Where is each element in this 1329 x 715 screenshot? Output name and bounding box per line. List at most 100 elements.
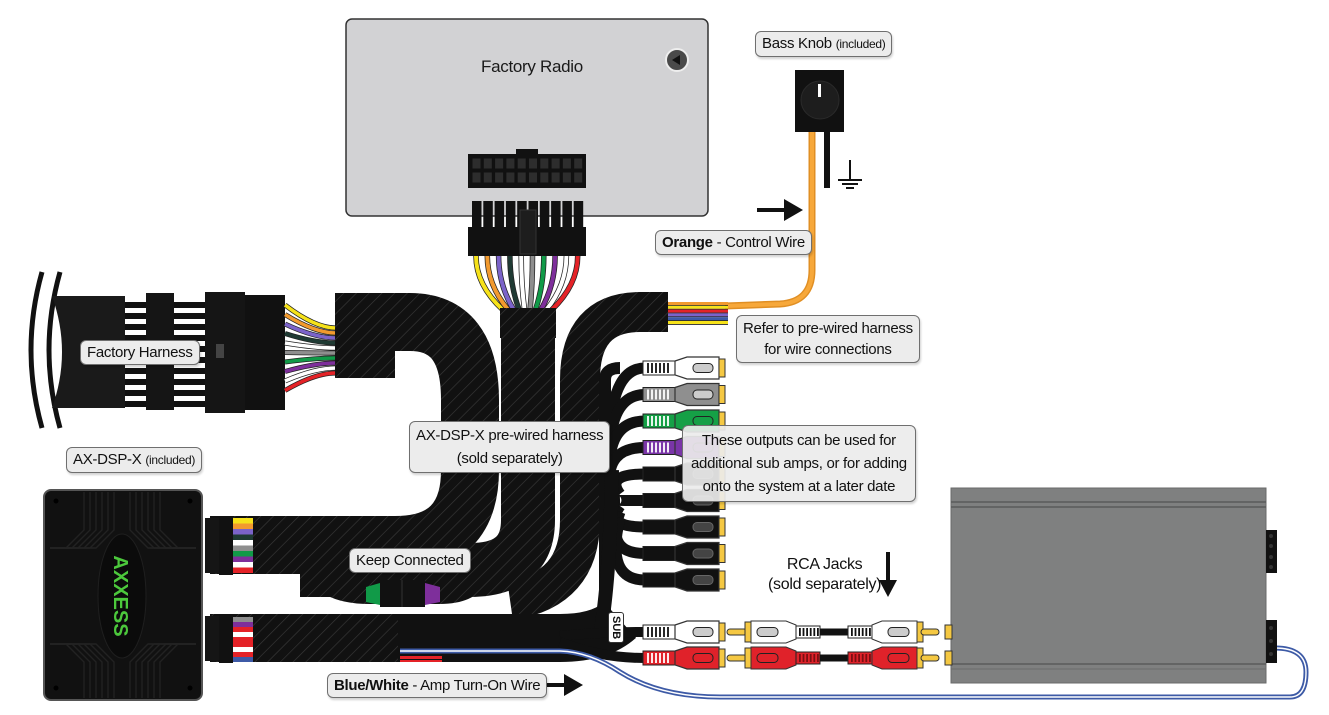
dsp-wire-stripe [233,652,253,657]
harness-wire [284,322,337,340]
rca-insert [692,548,714,559]
rca-branch [610,494,646,506]
sub-branch [559,627,646,641]
rca-branch-cables [558,362,646,663]
socket-pin [539,157,550,170]
harness-pin [125,390,146,396]
socket-pin [573,157,584,170]
harness-wire [284,341,337,350]
sub-branch [558,637,646,663]
socket-pin [528,157,538,170]
harness-pin [125,401,146,407]
rca-insert [692,522,714,532]
rca-insert [692,653,714,663]
factory-harness-label: Factory Harness [80,340,200,365]
prewired-harness-label: AX-DSP-X pre-wired harness (sold separat… [409,421,611,473]
harness-pin [125,335,146,341]
socket-pin [516,157,527,170]
harness-pin [125,302,146,308]
dsp-wire-stripe [233,567,253,573]
socket-pin [516,171,527,184]
radio-wire [533,255,546,311]
rca-trunk [599,362,621,625]
harness-wire [284,371,337,393]
dsp-wire-stripe [233,556,253,562]
dsp-wire-stripe [233,657,253,662]
harness-pin [174,390,205,396]
socket-pin [494,171,505,184]
rca-jacks-label: RCA Jacks (sold separately) [768,556,882,593]
rca-insert [692,575,714,585]
rca-jack-cable [820,654,848,662]
dsp-module: AXXESS [43,489,203,701]
dsp-wire-stripe [233,545,253,551]
harness-pin [174,379,205,385]
harness-wire [283,303,337,330]
rca-gold-tip [718,385,726,404]
dsp-wire-stripe [233,627,253,632]
radio-wire [544,255,569,312]
dsp-wire-stripe [233,647,253,652]
keep-connected-plug [366,580,440,607]
rca-branch [610,468,646,498]
dsp-wire-stripe [233,632,253,637]
plug-finger [539,201,550,229]
rca-pin [920,628,940,636]
plug-finger [472,201,482,229]
amplifier [944,487,1277,684]
dsp-wire-stripe [233,523,253,529]
rca-insert [692,627,714,637]
dsp-label: AX-DSP-X (included) [66,447,203,473]
dsp-wire-stripe [233,617,253,622]
harness-pin [174,335,205,341]
bundle-wire [668,317,728,321]
harness-pin [125,313,146,319]
harness-pin [174,368,205,374]
radio-wire [485,255,510,312]
dsp-wire-stripe [233,637,253,642]
harness-wire [284,366,337,383]
bundle-wire [668,313,728,317]
ground-icon [838,160,862,189]
rca-jack-cable [820,628,848,636]
radio-plug [468,201,586,256]
radio-wire [539,255,558,311]
bundle-wire [668,321,728,324]
rca-pin [726,654,748,662]
dsp-wire-stripe [233,518,253,524]
socket-pin [482,171,493,184]
factory-radio [345,18,709,217]
refer-harness-label: Refer to pre-wired harness for wire conn… [736,315,920,363]
turn-on-wire-label: Blue/White - Amp Turn-On Wire [327,673,548,698]
plug-finger [562,201,572,229]
rca-gold-tip [718,517,726,537]
rca-jacks [726,620,940,670]
dsp-wire-stripe [233,622,253,627]
dsp-wire-stripe [233,540,253,546]
bass-knob [795,70,862,189]
harness-pin [174,401,205,407]
socket-pin [573,171,584,184]
control-wire-bundle [668,302,728,325]
bass-knob-label: Bass Knob (included) [755,31,893,57]
rca-insert [692,389,714,400]
socket-pin [539,171,550,184]
radio-wire [550,255,580,312]
dsp-wire-stripe [233,562,253,568]
plug-finger [573,201,584,229]
socket-pin [505,157,516,170]
socket-pin [550,171,561,184]
rca-outputs [642,356,726,670]
socket-pin [471,157,482,170]
factory-radio-label: Factory Radio [481,57,583,76]
dsp-wire-stripe [233,534,253,540]
rca-insert [692,363,714,373]
orange-control-wire [724,132,816,310]
socket-pin [471,171,482,184]
radio-wire [474,255,505,312]
harness-wire [284,356,337,364]
bundle-wire [668,302,728,305]
radio-harness-wires [473,255,581,313]
harness-pin [125,368,146,374]
